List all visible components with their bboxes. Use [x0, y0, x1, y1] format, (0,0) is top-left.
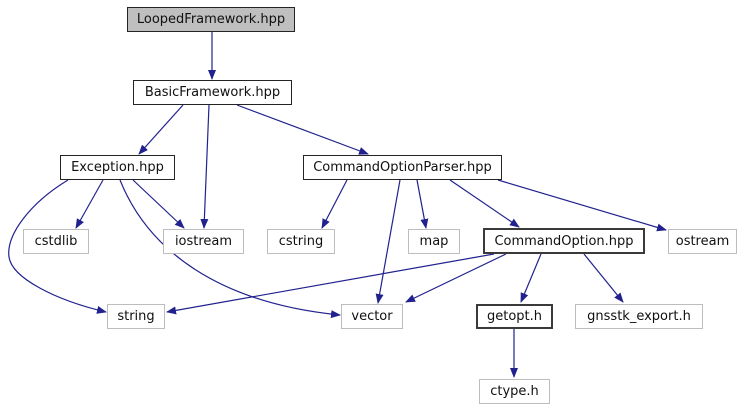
node-ctype: ctype.h — [479, 379, 550, 404]
edge-exception-to-string — [8, 179, 107, 314]
edge-basic-framework-to-iostream — [200, 104, 210, 229]
node-label-ostream: ostream — [675, 234, 730, 249]
node-label-vector: vector — [351, 309, 393, 324]
node-label-ctype: ctype.h — [490, 384, 539, 399]
edge-command-option-to-getopt — [520, 253, 542, 303]
node-string: string — [107, 304, 165, 329]
edge-command-option-to-vector — [405, 253, 507, 303]
edge-command-option-parser-to-cstring — [321, 179, 348, 229]
node-label-command-option: CommandOption.hpp — [494, 233, 634, 249]
edge-command-option-parser-to-vector — [375, 179, 401, 304]
edge-basic-framework-to-command-option-parser — [236, 104, 369, 155]
node-label-cstring: cstring — [278, 234, 324, 249]
node-looped-framework: LoopedFramework.hpp — [127, 7, 295, 32]
edge-exception-to-iostream — [132, 179, 185, 229]
node-command-option[interactable]: CommandOption.hpp — [483, 228, 645, 254]
node-label-map: map — [419, 234, 449, 249]
node-label-looped-framework: LoopedFramework.hpp — [136, 12, 286, 27]
node-basic-framework[interactable]: BasicFramework.hpp — [133, 80, 292, 105]
edge-command-option-to-gnsstk-export — [583, 253, 624, 303]
edge-basic-framework-to-exception — [138, 104, 184, 155]
node-label-exception: Exception.hpp — [71, 160, 164, 175]
node-label-iostream: iostream — [174, 234, 233, 249]
node-command-option-parser[interactable]: CommandOptionParser.hpp — [303, 155, 502, 180]
node-gnsstk-export: gnsstk_export.h — [575, 304, 703, 329]
node-cstring: cstring — [267, 229, 335, 254]
edge-command-option-parser-to-map — [416, 179, 429, 229]
node-label-getopt: getopt.h — [486, 309, 543, 324]
edge-command-option-to-string — [166, 253, 495, 315]
edge-command-option-parser-to-ostream — [497, 179, 667, 232]
node-label-string: string — [117, 309, 155, 324]
node-iostream: iostream — [163, 229, 244, 254]
node-cstdlib: cstdlib — [23, 229, 89, 254]
node-getopt[interactable]: getopt.h — [476, 304, 553, 329]
node-label-basic-framework: BasicFramework.hpp — [144, 85, 281, 100]
node-map: map — [408, 229, 460, 254]
edge-exception-to-cstdlib — [75, 179, 104, 229]
edge-exception-to-vector — [119, 179, 341, 319]
node-exception[interactable]: Exception.hpp — [60, 155, 175, 180]
node-label-cstdlib: cstdlib — [34, 234, 78, 249]
node-ostream: ostream — [668, 229, 737, 254]
edge-command-option-parser-to-command-option — [449, 179, 520, 228]
node-label-gnsstk-export: gnsstk_export.h — [587, 309, 691, 324]
node-vector: vector — [341, 304, 403, 329]
node-label-command-option-parser: CommandOptionParser.hpp — [313, 160, 492, 175]
